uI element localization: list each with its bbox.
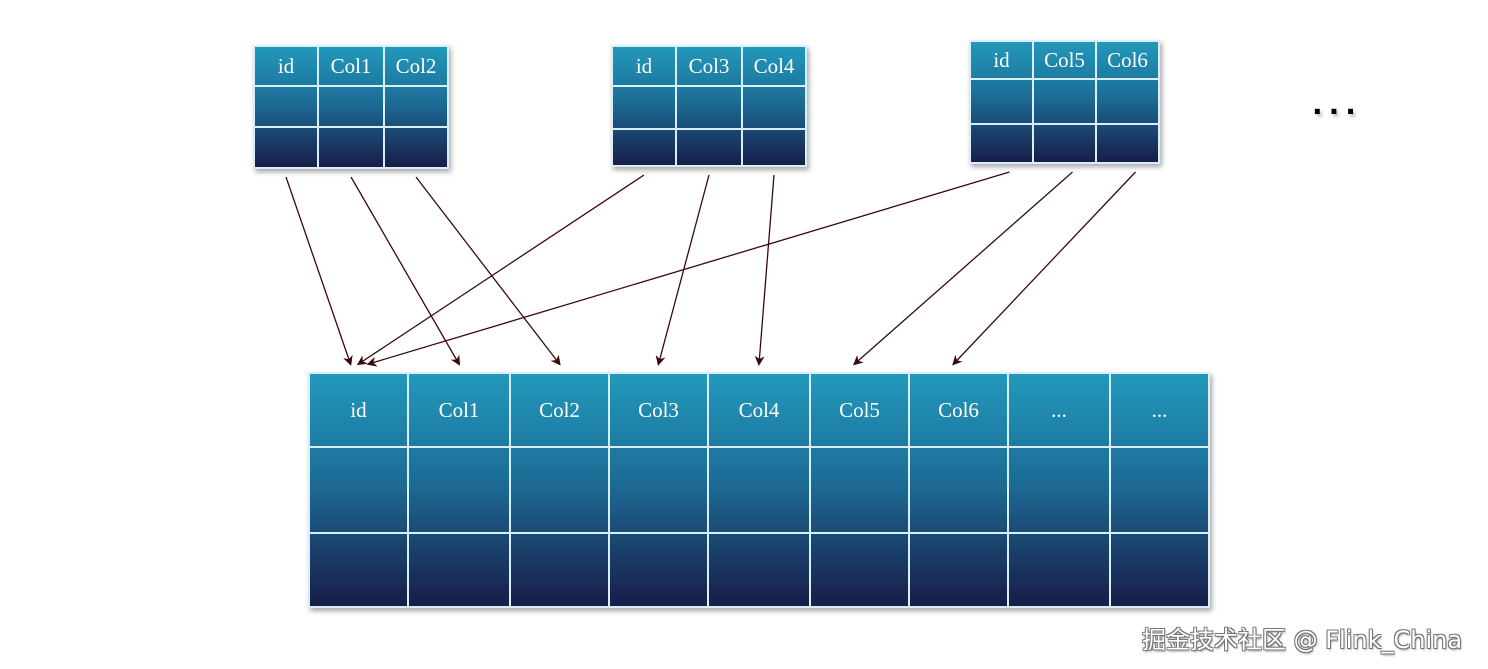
empty-cell [675, 128, 743, 167]
mapping-arrow-col2-to-col2 [415, 176, 561, 366]
empty-cell [1007, 446, 1111, 534]
empty-cell [383, 85, 449, 128]
header-row: id Col1 Col2 Col3 Col4 Col5 Col6 ... ... [308, 372, 1210, 448]
empty-cell [317, 85, 385, 128]
header-cell: Col1 [407, 372, 511, 448]
mapping-arrow-id-to-id [366, 171, 1010, 367]
empty-cell [253, 85, 319, 128]
empty-cell [509, 446, 610, 534]
header-cell: Col5 [809, 372, 910, 448]
header-cell: Col5 [1032, 40, 1097, 80]
empty-cell [608, 532, 709, 608]
empty-cell [707, 446, 811, 534]
empty-cell [509, 532, 610, 608]
empty-cell [407, 532, 511, 608]
empty-cell [707, 532, 811, 608]
data-row [611, 128, 807, 167]
header-cell: id [611, 45, 677, 87]
empty-cell [741, 128, 807, 167]
empty-cell [969, 78, 1034, 125]
empty-cell [809, 532, 910, 608]
empty-cell [908, 532, 1009, 608]
empty-cell [908, 446, 1009, 534]
header-cell: Col3 [608, 372, 709, 448]
empty-cell [809, 446, 910, 534]
header-cell: id [253, 45, 319, 87]
source-table-3: id Col5 Col6 [969, 40, 1160, 164]
data-row [253, 85, 449, 128]
empty-cell [1095, 123, 1160, 164]
empty-cell [611, 128, 677, 167]
empty-cell [253, 126, 319, 169]
more-tables-indicator: ... [1312, 88, 1362, 121]
mapping-arrow-col6-to-col6 [952, 171, 1136, 366]
header-cell: Col2 [383, 45, 449, 87]
mapping-arrow-col1-to-col1 [350, 176, 461, 366]
target-wide-table: id Col1 Col2 Col3 Col4 Col5 Col6 ... ... [308, 372, 1210, 608]
data-row [308, 532, 1210, 608]
empty-cell [675, 85, 743, 130]
empty-cell [608, 446, 709, 534]
header-cell: ... [1109, 372, 1210, 448]
empty-cell [611, 85, 677, 130]
header-cell: Col6 [908, 372, 1009, 448]
header-cell: Col4 [707, 372, 811, 448]
header-cell: Col4 [741, 45, 807, 87]
mapping-arrow-col5-to-col5 [852, 171, 1073, 366]
mapping-arrow-id-to-id [356, 174, 645, 366]
header-cell: Col1 [317, 45, 385, 87]
header-cell: Col6 [1095, 40, 1160, 80]
data-row [969, 123, 1160, 164]
watermark: 掘金技术社区 @ Flink_China [1142, 626, 1463, 654]
data-row [253, 126, 449, 169]
source-table-2: id Col3 Col4 [611, 45, 807, 167]
empty-cell [317, 126, 385, 169]
header-cell: id [969, 40, 1034, 80]
empty-cell [741, 85, 807, 130]
data-row [969, 78, 1160, 125]
empty-cell [1095, 78, 1160, 125]
data-row [308, 446, 1210, 534]
header-cell: Col2 [509, 372, 610, 448]
header-cell: ... [1007, 372, 1111, 448]
empty-cell [1032, 78, 1097, 125]
empty-cell [308, 446, 409, 534]
header-row: id Col5 Col6 [969, 40, 1160, 80]
empty-cell [1007, 532, 1111, 608]
header-cell: id [308, 372, 409, 448]
empty-cell [1109, 532, 1210, 608]
source-table-1: id Col1 Col2 [253, 45, 449, 169]
empty-cell [969, 123, 1034, 164]
empty-cell [1109, 446, 1210, 534]
mapping-arrow-id-to-id [285, 176, 353, 366]
empty-cell [1032, 123, 1097, 164]
empty-cell [407, 446, 511, 534]
empty-cell [383, 126, 449, 169]
mapping-arrow-col4-to-col4 [754, 174, 775, 366]
empty-cell [308, 532, 409, 608]
data-row [611, 85, 807, 130]
header-row: id Col3 Col4 [611, 45, 807, 87]
header-row: id Col1 Col2 [253, 45, 449, 87]
header-cell: Col3 [675, 45, 743, 87]
